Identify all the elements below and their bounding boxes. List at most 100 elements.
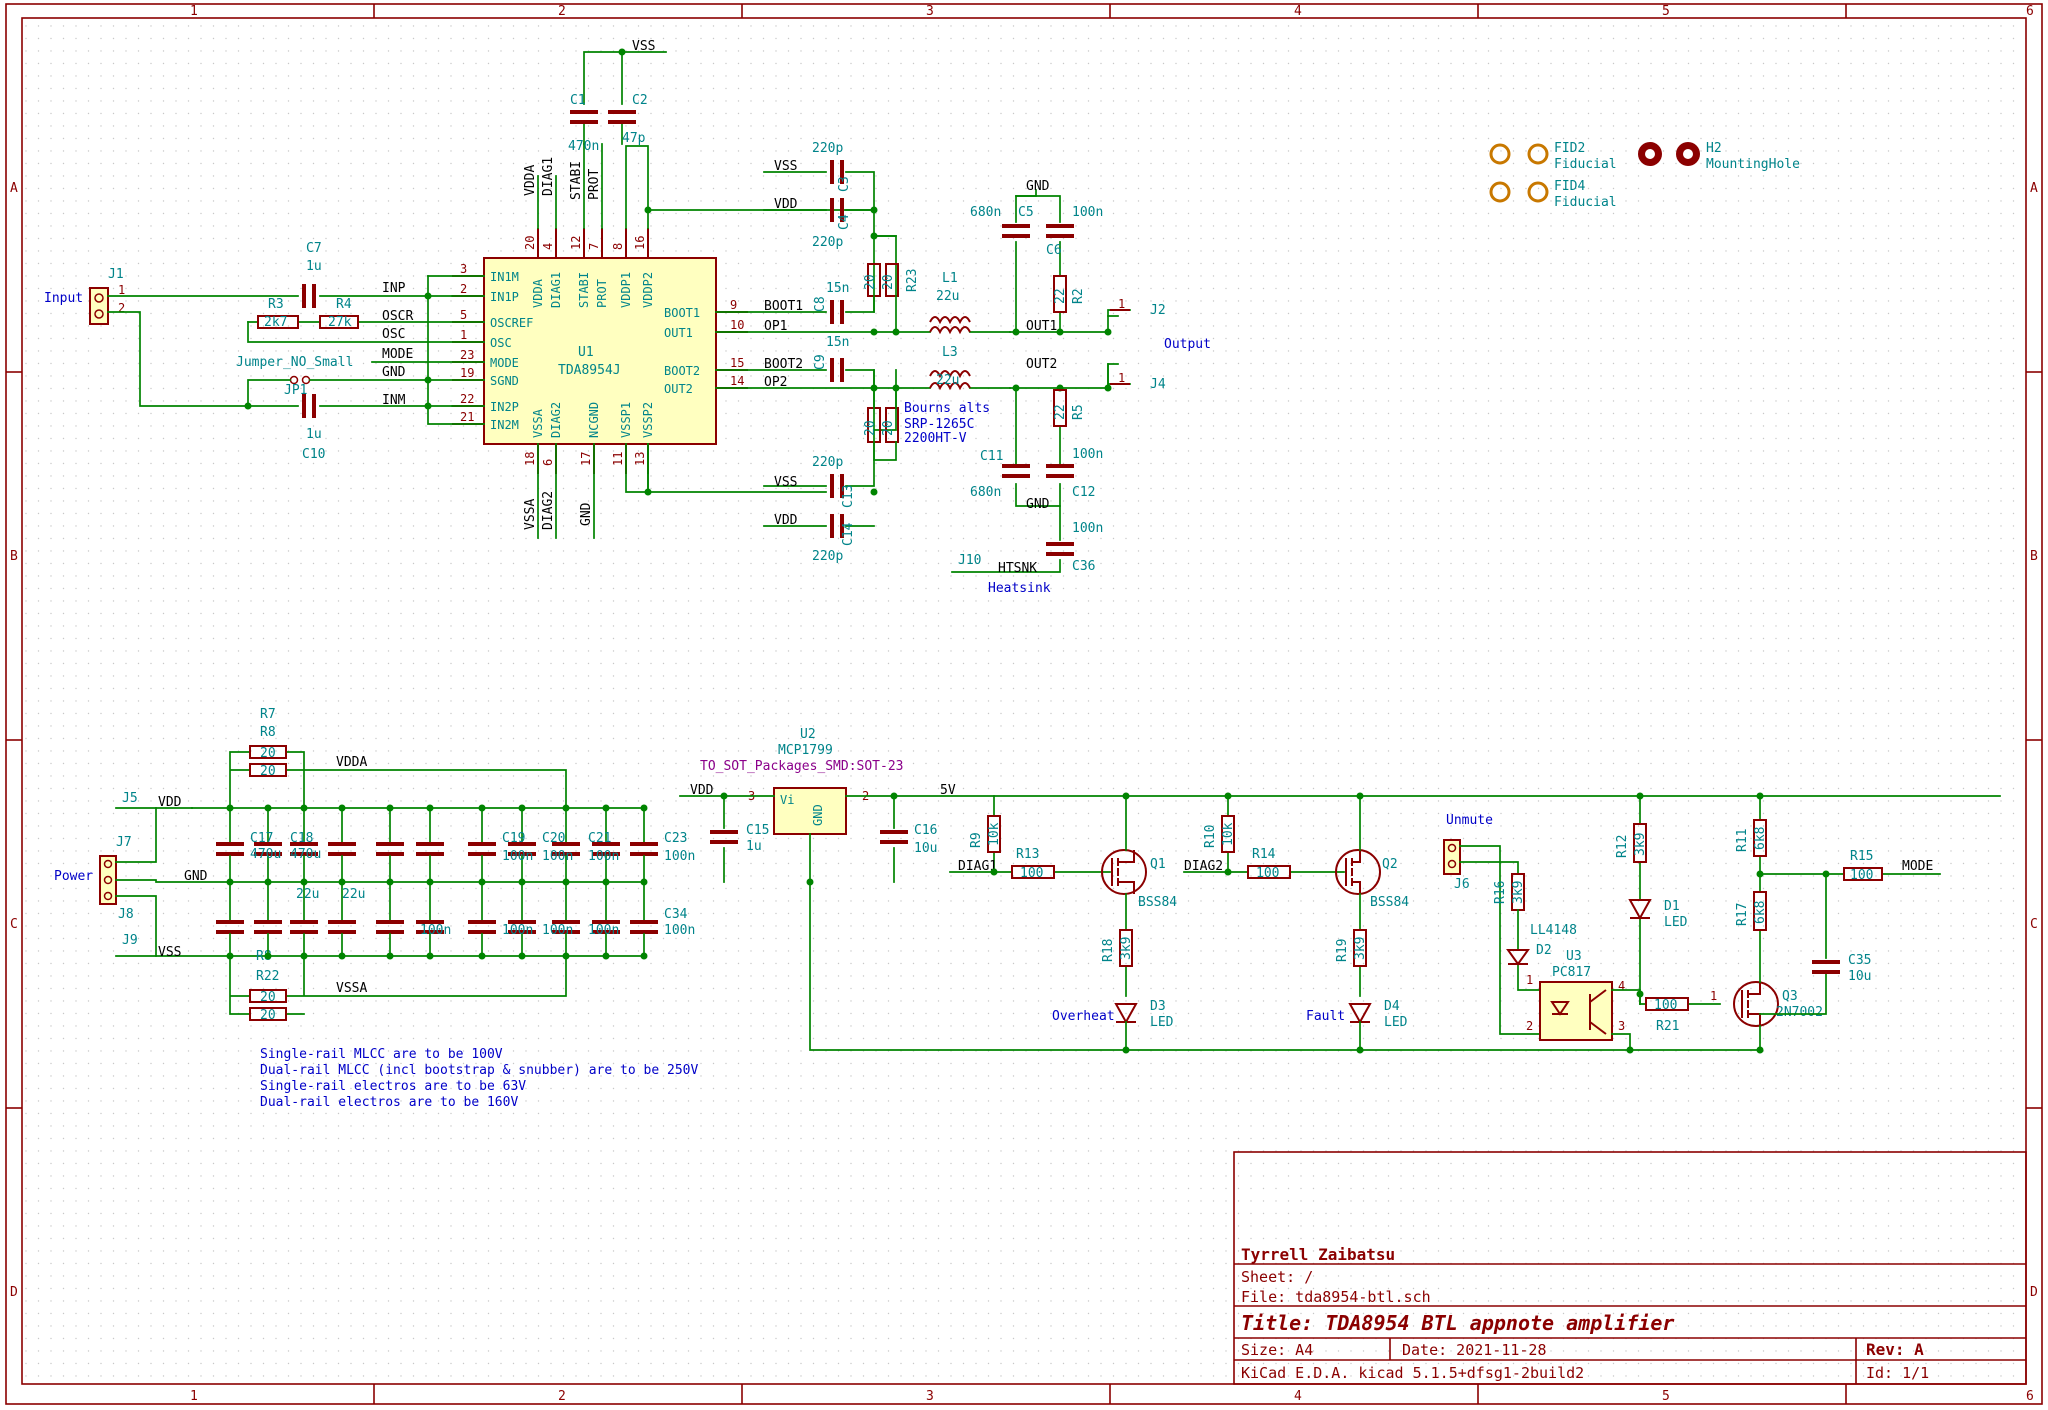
u1-pin-num: 20 bbox=[523, 236, 537, 250]
u1-pin-num: 17 bbox=[579, 452, 593, 466]
heatsink-label: Heatsink bbox=[988, 581, 1051, 596]
diag-circuits: R9 10k R13 100 DIAG1 Q1 BSS84 R18 3k9 D3… bbox=[949, 792, 1409, 1054]
j4-ref: J4 bbox=[1150, 377, 1166, 392]
c11-ref: C11 bbox=[980, 449, 1003, 464]
u1-pin-num: 18 bbox=[523, 452, 537, 466]
border-col-2: 2 bbox=[558, 4, 566, 19]
svg-text:100n: 100n bbox=[664, 923, 695, 938]
u1-pin-name: IN1M bbox=[490, 270, 519, 284]
u1-pin-name: SGND bbox=[490, 374, 519, 388]
border-col-6: 6 bbox=[2026, 4, 2034, 19]
c34-ref: C34 bbox=[664, 907, 688, 922]
u1-pin-name: VDDP2 bbox=[641, 272, 655, 308]
svg-text:100n: 100n bbox=[1072, 447, 1103, 462]
svg-text:VDDA: VDDA bbox=[523, 165, 538, 196]
svg-text:220p: 220p bbox=[812, 549, 843, 564]
fiducials-and-holes: FID2 Fiducial FID4 Fiducial H2 MountingH… bbox=[1489, 141, 1800, 210]
overheat-label: Overheat bbox=[1052, 1009, 1115, 1024]
j9-ref: J9 bbox=[122, 933, 138, 948]
c6-ref: C6 bbox=[1046, 243, 1062, 258]
c35-ref: C35 bbox=[1848, 953, 1871, 968]
svg-text:100n: 100n bbox=[1072, 521, 1103, 536]
q1-ref: Q1 bbox=[1150, 857, 1166, 872]
l3-ref: L3 bbox=[942, 345, 958, 360]
design-notes: Single-rail MLCC are to be 100V Dual-rai… bbox=[260, 1047, 698, 1110]
h2-ref: H2 bbox=[1706, 141, 1722, 156]
svg-text:6k8: 6k8 bbox=[1753, 901, 1768, 924]
svg-text:100: 100 bbox=[1256, 866, 1279, 881]
svg-text:1: 1 bbox=[1526, 973, 1533, 987]
tb-tool: KiCad E.D.A. kicad 5.1.5+dfsg1-2build2 bbox=[1241, 1364, 1584, 1382]
svg-text:22: 22 bbox=[1053, 404, 1068, 420]
c23-ref: C23 bbox=[664, 831, 687, 846]
u1-pin-num: 11 bbox=[611, 452, 625, 466]
c3-ref: C3 bbox=[837, 176, 852, 192]
c19-ref: C19 bbox=[502, 831, 525, 846]
svg-text:GND: GND bbox=[184, 869, 208, 884]
border-col-bottom-5: 5 bbox=[1662, 1389, 1670, 1404]
svg-text:20: 20 bbox=[260, 746, 276, 761]
svg-text:1: 1 bbox=[1118, 297, 1125, 311]
r22-ref: R22 bbox=[256, 969, 279, 984]
svg-text:BOOT2: BOOT2 bbox=[764, 357, 803, 372]
d4-ref: D4 bbox=[1384, 999, 1400, 1014]
u1-pin-num: 4 bbox=[541, 243, 555, 250]
q2-ref: Q2 bbox=[1382, 857, 1398, 872]
c14-ref: C14 bbox=[841, 522, 856, 546]
svg-text:BSS84: BSS84 bbox=[1138, 895, 1177, 910]
svg-text:VSS: VSS bbox=[158, 945, 181, 960]
svg-text:GND: GND bbox=[1026, 179, 1050, 194]
svg-text:GND: GND bbox=[811, 804, 825, 826]
q3-ref: Q3 bbox=[1782, 989, 1798, 1004]
svg-text:DIAG2: DIAG2 bbox=[541, 491, 556, 530]
u1-pin-num: 3 bbox=[460, 262, 467, 276]
u1-bottom-nets: VSSA DIAG2 GND bbox=[523, 443, 649, 539]
fid4-ref: FID4 bbox=[1554, 179, 1585, 194]
c16-ref: C16 bbox=[914, 823, 937, 838]
svg-text:100: 100 bbox=[1850, 868, 1873, 883]
svg-text:5V: 5V bbox=[940, 783, 956, 798]
svg-text:SRP-1265C: SRP-1265C bbox=[904, 417, 974, 432]
c1-ref: C1 bbox=[570, 93, 586, 108]
svg-text:2N7002: 2N7002 bbox=[1776, 1005, 1823, 1020]
svg-text:VSSA: VSSA bbox=[336, 981, 367, 996]
svg-text:2: 2 bbox=[1526, 1019, 1533, 1033]
d1-ref: D1 bbox=[1664, 899, 1680, 914]
r5-ref: R5 bbox=[1071, 404, 1086, 420]
svg-text:22u: 22u bbox=[342, 887, 365, 902]
border-row-C: C bbox=[10, 917, 18, 932]
c36-ref: C36 bbox=[1072, 559, 1095, 574]
bulk-capacitors bbox=[216, 804, 658, 960]
u1-pin-num: 19 bbox=[460, 366, 474, 380]
r17-ref: R17 bbox=[1735, 903, 1750, 926]
svg-text:20: 20 bbox=[863, 420, 878, 436]
svg-text:OSCR: OSCR bbox=[382, 309, 413, 324]
u1-pin-name: BOOT2 bbox=[664, 364, 700, 378]
c13-ref: C13 bbox=[841, 485, 856, 508]
r14-ref: R14 bbox=[1252, 847, 1276, 862]
tb-sheet: Sheet: / bbox=[1241, 1268, 1313, 1286]
tb-date: Date: 2021-11-28 bbox=[1402, 1341, 1547, 1359]
r8-ref: R8 bbox=[260, 725, 276, 740]
svg-text:MODE: MODE bbox=[382, 347, 413, 362]
svg-text:100n: 100n bbox=[1072, 205, 1103, 220]
note-4: Dual-rail electros are to be 160V bbox=[260, 1095, 518, 1110]
u1-pin-name: BOOT1 bbox=[664, 306, 700, 320]
u1-pin-num: 12 bbox=[569, 236, 583, 250]
svg-text:10k: 10k bbox=[987, 822, 1002, 846]
output-label: Output bbox=[1164, 337, 1211, 352]
r16-ref: R16 bbox=[1493, 881, 1508, 904]
c18-ref: C18 bbox=[290, 831, 313, 846]
svg-text:20: 20 bbox=[260, 1008, 276, 1023]
svg-text:PC817: PC817 bbox=[1552, 965, 1591, 980]
svg-text:3: 3 bbox=[1618, 1019, 1625, 1033]
tb-rev: Rev: A bbox=[1866, 1340, 1924, 1359]
u1-pin-num: 14 bbox=[730, 374, 744, 388]
svg-text:LL4148: LL4148 bbox=[1530, 923, 1577, 938]
r7-ref: R7 bbox=[260, 707, 276, 722]
svg-text:22: 22 bbox=[1053, 288, 1068, 304]
svg-text:OSC: OSC bbox=[382, 327, 405, 342]
u2-footprint: TO_SOT_Packages_SMD:SOT-23 bbox=[700, 759, 904, 774]
svg-text:1u: 1u bbox=[306, 259, 322, 274]
